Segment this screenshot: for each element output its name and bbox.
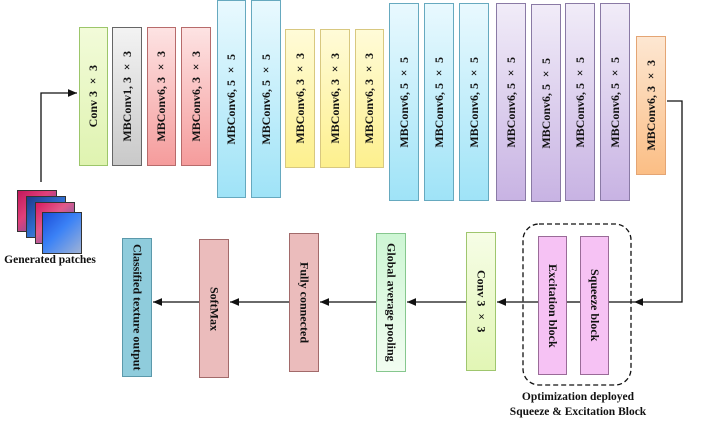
se-caption-line1: Optimization deployed — [521, 391, 635, 403]
backbone-block-mbconv6: MBConv6, 5 × 5 — [251, 0, 281, 198]
fully-connected: Fully connected — [289, 233, 319, 372]
se-caption-line2: Squeeze & Excitation Block — [509, 406, 647, 418]
backbone-block-mbconv6-final: MBConv6, 3 × 3 — [636, 36, 666, 175]
global-average-pooling: Global average pooling — [376, 233, 406, 372]
arrow-input-to-conv — [40, 89, 77, 182]
head-conv3x3: Conv 3 × 3 — [466, 232, 496, 371]
backbone-block-mbconv6: MBConv6, 3 × 3 — [181, 27, 211, 166]
input-label: Generated patches — [4, 254, 96, 266]
backbone-block-mbconv6: MBConv6, 5 × 5 — [531, 4, 561, 202]
backbone-block-mbconv1: MBConv1, 3 × 3 — [112, 27, 142, 166]
backbone-block-mbconv6: MBConv6, 5 × 5 — [217, 0, 246, 198]
softmax: SoftMax — [199, 239, 229, 378]
backbone-block-mbconv6: MBConv6, 3 × 3 — [320, 29, 350, 168]
excitation-block: Excitation block — [538, 236, 567, 375]
backbone-block-mbconv6: MBConv6, 5 × 5 — [424, 3, 454, 201]
backbone-block-mbconv6: MBConv6, 3 × 3 — [355, 29, 384, 168]
arrow-backbone-to-se — [634, 100, 683, 306]
backbone-block-mbconv6: MBConv6, 5 × 5 — [600, 3, 630, 201]
backbone-block-mbconv6: MBConv6, 3 × 3 — [147, 27, 176, 166]
backbone-block-mbconv6: MBConv6, 5 × 5 — [565, 3, 595, 201]
squeeze-block: Squeeze block — [580, 236, 609, 375]
se-block-container — [522, 223, 632, 386]
backbone-block-mbconv6: MBConv6, 5 × 5 — [459, 3, 489, 201]
backbone-block-mbconv6: MBConv6, 5 × 5 — [496, 3, 526, 201]
backbone-block-mbconv6: MBConv6, 5 × 5 — [389, 3, 419, 201]
backbone-block-mbconv6: MBConv6, 3 × 3 — [285, 29, 315, 168]
classified-texture-output: Classified texture output — [122, 238, 152, 377]
backbone-block-conv3x3: Conv 3 × 3 — [79, 27, 108, 166]
